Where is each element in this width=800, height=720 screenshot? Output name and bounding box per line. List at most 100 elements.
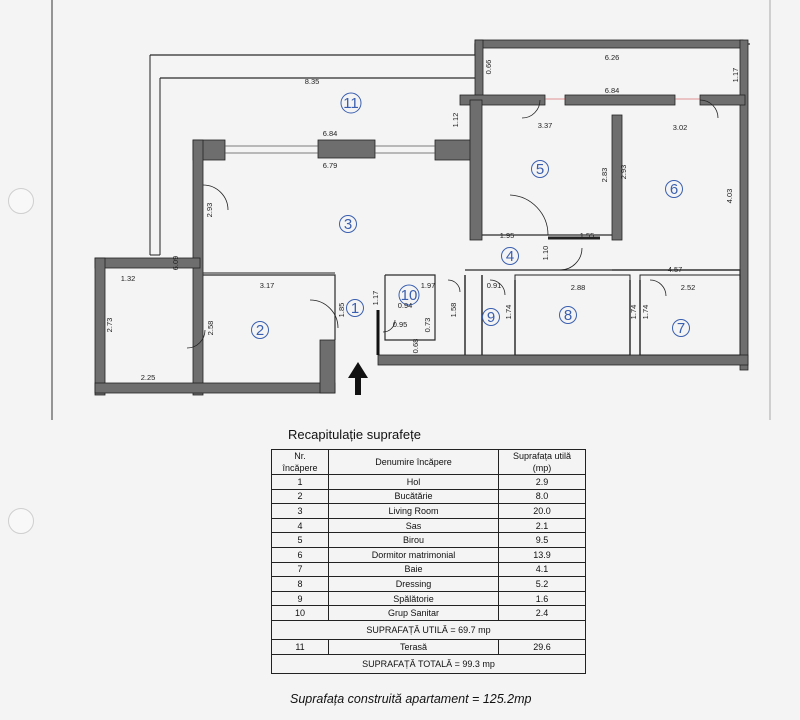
cell-name: Bucătărie — [328, 488, 499, 505]
cell-area: 29.6 — [498, 638, 586, 655]
dimension-label: 6.84 — [605, 86, 620, 95]
room-number-circle — [672, 319, 690, 337]
room-number-circle — [251, 321, 269, 339]
cell-nr: 4 — [271, 517, 329, 534]
room-number-circle — [340, 92, 362, 114]
built-area-note: Suprafața construită apartament = 125.2m… — [290, 692, 532, 706]
windows — [225, 98, 700, 154]
dimension-label: 1.74 — [641, 305, 650, 320]
dimension-label: 1.32 — [121, 274, 136, 283]
dimension-label: 2.88 — [571, 283, 586, 292]
room-number-circle — [482, 308, 500, 326]
dimension-label: 1.74 — [629, 305, 638, 320]
exterior-walls — [94, 39, 749, 396]
dimension-label: 2.93 — [619, 165, 628, 180]
header-nr: Nr. — [294, 451, 306, 461]
room-number-11: 11 — [343, 95, 359, 112]
dimension-label: 0.68 — [411, 339, 420, 354]
dimension-label: 0.66 — [484, 60, 493, 75]
cell-nr: 10 — [271, 605, 329, 621]
dimension-label: 3.17 — [260, 281, 275, 290]
room-number-8: 8 — [564, 307, 572, 324]
total-cell: SUPRAFAȚĂ UTILĂ = 69.7 mp — [271, 619, 586, 640]
room-number-6: 6 — [670, 181, 678, 198]
room-number-circle — [398, 284, 420, 306]
total-cell: SUPRAFAȚĂ TOTALĂ = 99.3 mp — [271, 653, 586, 674]
entrance-arrow-icon — [348, 362, 368, 395]
room-number-10: 10 — [401, 287, 418, 304]
cell-area: 2.1 — [498, 517, 586, 534]
cell-name: Baie — [328, 561, 499, 578]
dimension-label: 1.58 — [449, 303, 458, 318]
dimension-label: 0.95 — [393, 320, 408, 329]
room-number-2: 2 — [256, 322, 264, 339]
cell-name: Spălătorie — [328, 590, 499, 607]
cell-area: 4.1 — [498, 561, 586, 578]
room-number-circle — [339, 215, 357, 233]
room-number-circle — [665, 180, 683, 198]
dimension-label: 2.52 — [681, 283, 696, 292]
cell-name: Grup Sanitar — [328, 605, 499, 621]
dimension-label: 4.57 — [668, 265, 683, 274]
dimension-label: 2.93 — [205, 203, 214, 218]
cell-name: Dressing — [328, 576, 499, 592]
door-swings — [186, 99, 719, 349]
interior-walls — [203, 234, 741, 356]
dimension-label: 3.02 — [673, 123, 688, 132]
cell-nr: 11 — [271, 638, 329, 655]
dimension-label: 1.55 — [580, 231, 595, 240]
dimension-label: 6.26 — [605, 53, 620, 62]
dimension-label: 1.97 — [421, 281, 436, 290]
header-nr-2: încăpere — [282, 463, 318, 473]
dimension-label: 1.17 — [731, 68, 740, 83]
dimension-label: 1.12 — [451, 113, 460, 128]
cell-nr: 9 — [271, 590, 329, 607]
room-number-4: 4 — [506, 248, 514, 265]
cell-area: 13.9 — [498, 546, 586, 563]
dimension-label: 1.10 — [541, 246, 550, 261]
dimension-label: 1.95 — [500, 231, 515, 240]
dimension-label: 2.83 — [600, 168, 609, 183]
dimension-label: 2.73 — [105, 318, 114, 333]
dimension-label: 6.84 — [323, 129, 338, 138]
dimension-label: 6.79 — [323, 161, 338, 170]
dimension-label: 4.03 — [725, 189, 734, 204]
cell-name: Dormitor matrimonial — [328, 546, 499, 563]
room-number-circle — [501, 247, 519, 265]
room-number-5: 5 — [536, 161, 544, 178]
dimension-label: 3.37 — [538, 121, 553, 130]
table-header-row: Nr.încăpere Denumire încăpere Suprafața … — [271, 449, 586, 475]
room-number-circle — [531, 160, 549, 178]
cell-area: 5.2 — [498, 576, 586, 592]
room-number-1: 1 — [351, 300, 359, 317]
cell-name: Sas — [328, 517, 499, 534]
dimension-label: 0.73 — [423, 318, 432, 333]
total-row: SUPRAFAȚĂ UTILĂ = 69.7 mp — [271, 619, 586, 640]
cell-area: 8.0 — [498, 488, 586, 505]
cell-nr: 2 — [271, 488, 329, 505]
header-name: Denumire încăpere — [328, 449, 499, 475]
binder-hole — [8, 508, 34, 534]
room-number-3: 3 — [344, 216, 352, 233]
cell-nr: 5 — [271, 532, 329, 548]
cell-area: 2.9 — [498, 474, 586, 490]
cell-area: 2.4 — [498, 605, 586, 621]
cell-area: 1.6 — [498, 590, 586, 607]
cell-name: Birou — [328, 532, 499, 548]
cell-area: 9.5 — [498, 532, 586, 548]
binder-hole — [8, 188, 34, 214]
recap-title: Recapitulație suprafețe — [288, 427, 421, 442]
cell-area: 20.0 — [498, 503, 586, 519]
